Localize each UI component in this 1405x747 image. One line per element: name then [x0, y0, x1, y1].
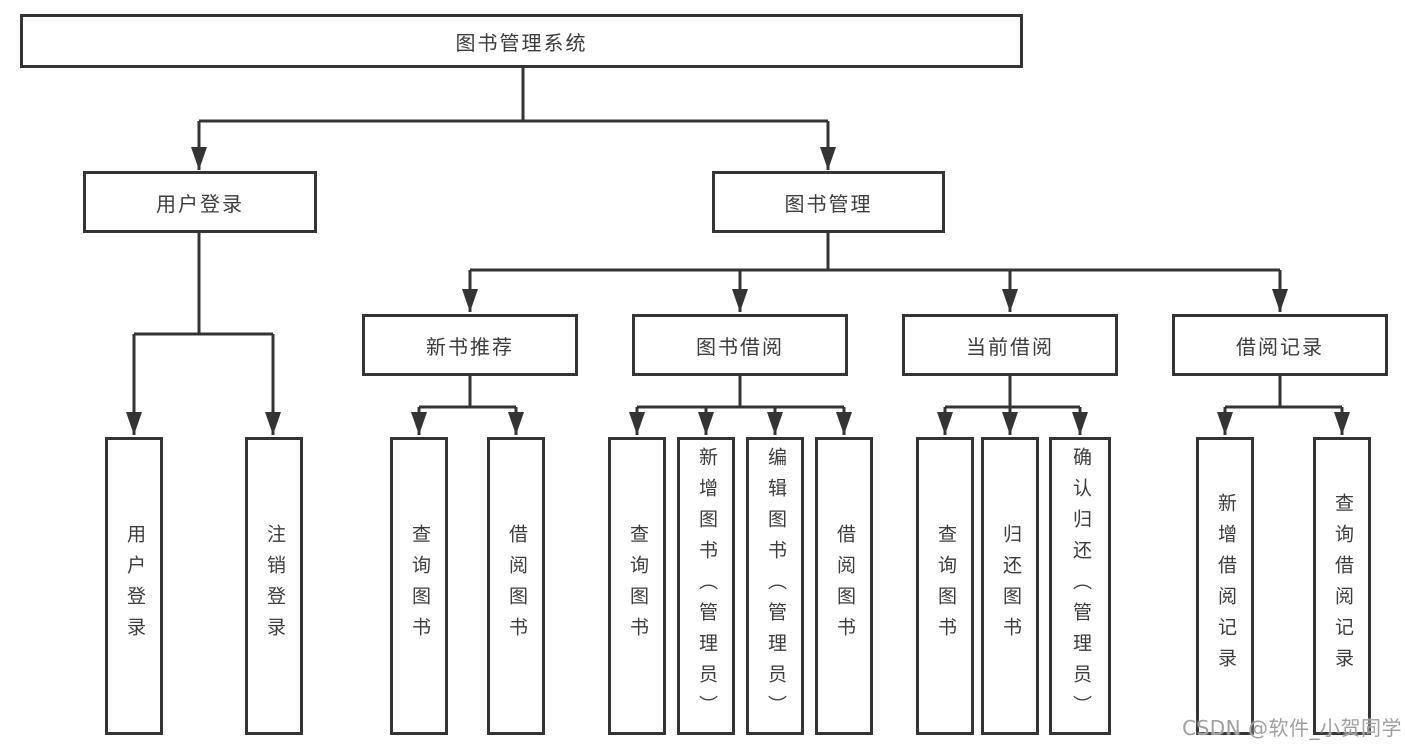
- node-current-borrowing: 当前借阅: [902, 314, 1118, 376]
- leaf-add-borrow-record-label: 新增借阅记录: [1214, 493, 1237, 679]
- leaf-query-books-1: 查询图书: [390, 437, 448, 735]
- leaf-edit-books-admin-label: 编辑图书（管理员）: [764, 446, 787, 726]
- leaf-query-books-2-label: 查询图书: [626, 524, 649, 648]
- leaf-user-login: 用户登录: [105, 437, 163, 735]
- leaf-add-books-admin-label: 新增图书（管理员）: [695, 446, 718, 726]
- leaf-logout: 注销登录: [245, 437, 303, 735]
- node-new-book-recommendation: 新书推荐: [362, 314, 578, 376]
- leaf-return-books-label: 归还图书: [999, 524, 1022, 648]
- leaf-query-books-3-label: 查询图书: [934, 524, 957, 648]
- leaf-borrow-books-2-label: 借阅图书: [833, 524, 856, 648]
- leaf-confirm-return-admin-label: 确认归还（管理员）: [1069, 446, 1092, 726]
- leaf-query-books-1-label: 查询图书: [408, 524, 431, 648]
- leaf-return-books: 归还图书: [981, 437, 1039, 735]
- leaf-confirm-return-admin: 确认归还（管理员）: [1049, 437, 1111, 735]
- leaf-add-books-admin: 新增图书（管理员）: [677, 437, 735, 735]
- leaf-borrow-books-2: 借阅图书: [815, 437, 873, 735]
- leaf-query-borrow-record-label: 查询借阅记录: [1331, 493, 1354, 679]
- node-book-borrowing: 图书借阅: [632, 314, 848, 376]
- leaf-query-books-2: 查询图书: [608, 437, 666, 735]
- leaf-add-borrow-record: 新增借阅记录: [1196, 437, 1254, 735]
- node-user-login-branch: 用户登录: [83, 171, 317, 233]
- leaf-borrow-books-1: 借阅图书: [487, 437, 545, 735]
- leaf-borrow-books-1-label: 借阅图书: [505, 524, 528, 648]
- leaf-user-login-label: 用户登录: [123, 524, 146, 648]
- node-borrowing-records: 借阅记录: [1172, 314, 1388, 376]
- node-book-management-branch: 图书管理: [712, 171, 945, 233]
- csdn-watermark: CSDN @软件_小贺同学: [1182, 716, 1402, 740]
- leaf-logout-label: 注销登录: [263, 524, 286, 648]
- leaf-edit-books-admin: 编辑图书（管理员）: [746, 437, 804, 735]
- node-root-system: 图书管理系统: [20, 14, 1023, 68]
- leaf-query-borrow-record: 查询借阅记录: [1313, 437, 1371, 735]
- leaf-query-books-3: 查询图书: [916, 437, 974, 735]
